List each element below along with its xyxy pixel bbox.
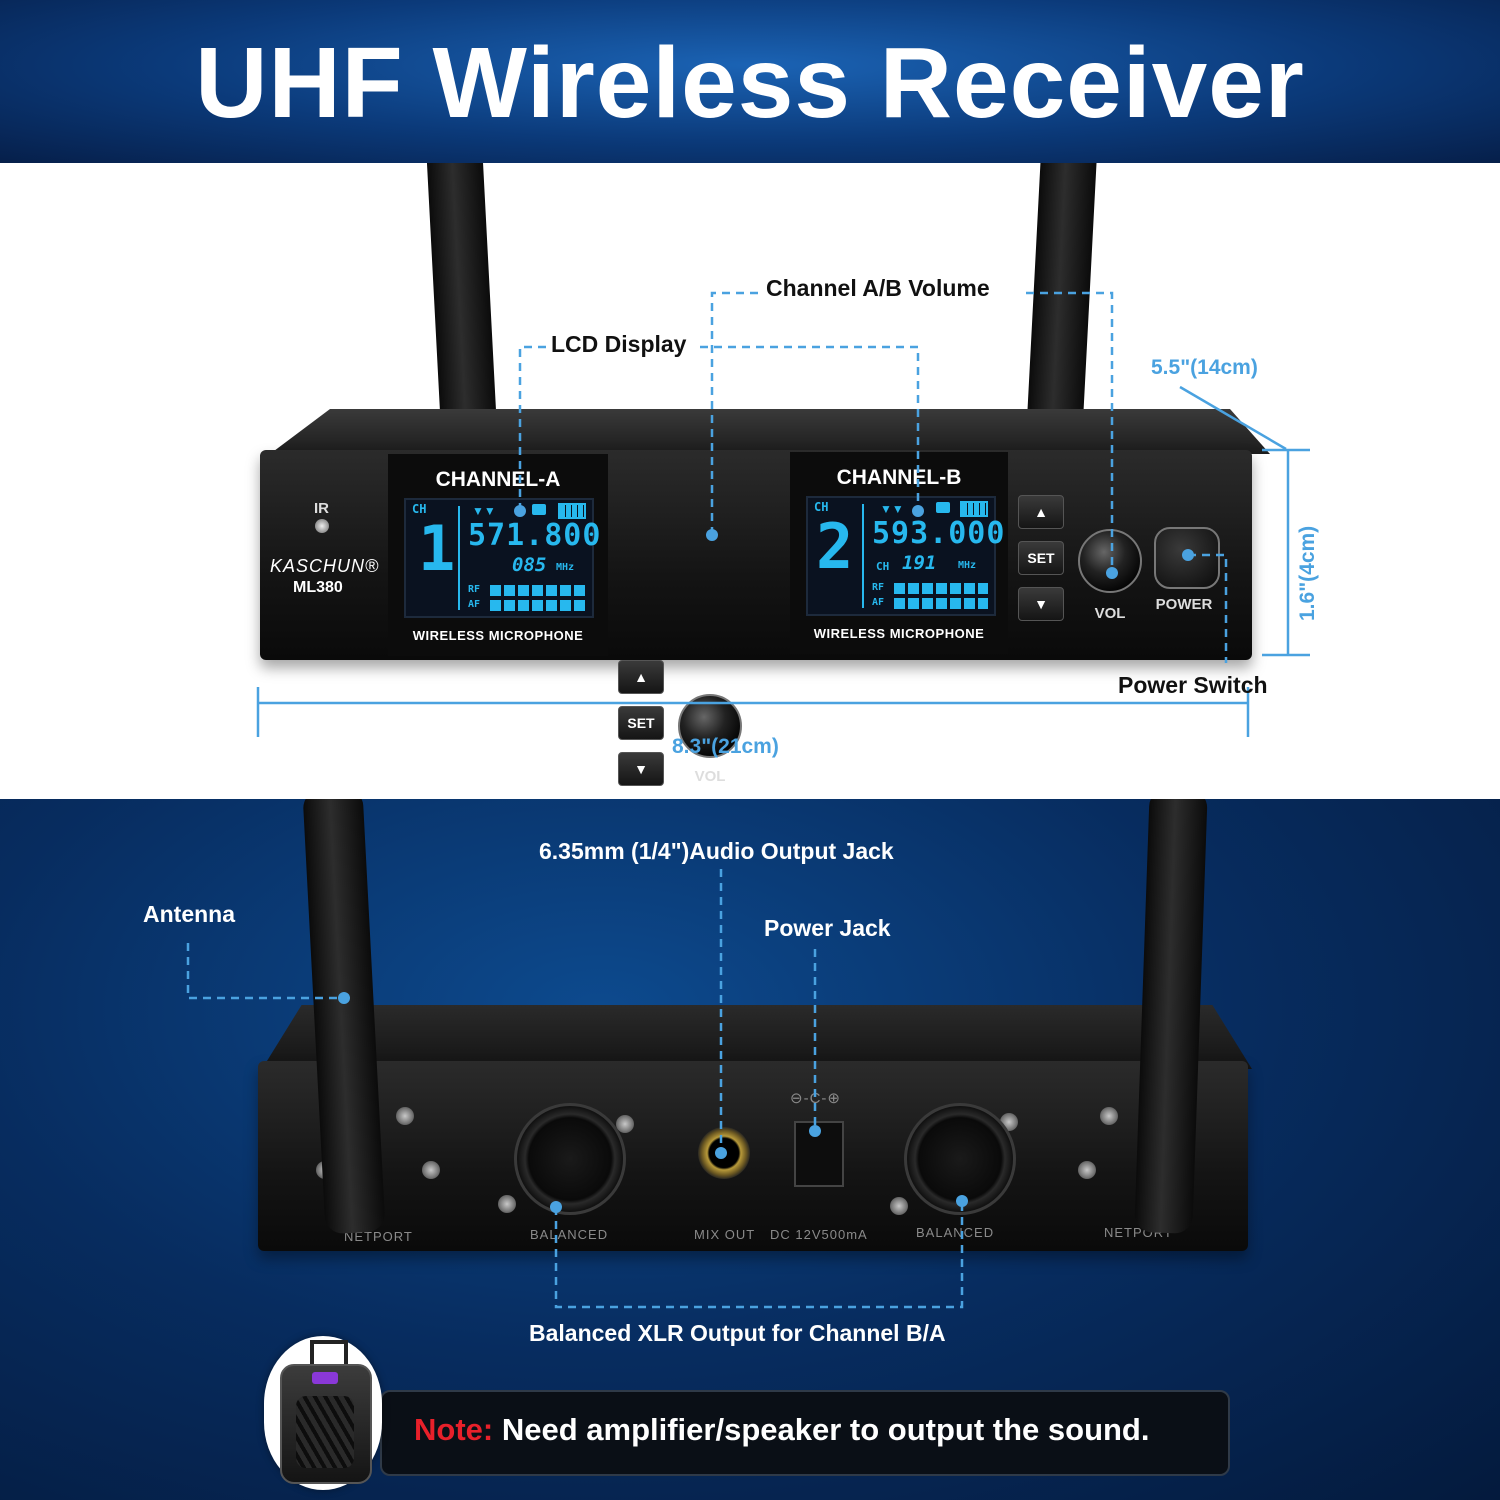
channel-b-set-button[interactable]: SET <box>1018 541 1064 575</box>
channel-b-frequency: 593.000 <box>872 516 1006 551</box>
antenna-signal-icon: ▼▼ <box>880 502 904 516</box>
channel-a-ch-label: CH <box>412 502 427 516</box>
rear-callout-lines <box>186 869 968 1309</box>
channel-a-af-meter <box>490 600 586 611</box>
speaker-body <box>280 1364 372 1484</box>
screw <box>616 1115 634 1133</box>
channel-b-rf-meter <box>894 583 988 594</box>
channel-b-up-button[interactable]: ▲ <box>1018 495 1064 529</box>
lock-icon <box>936 502 950 513</box>
dc-rating-label: DC 12V500mA <box>770 1227 868 1242</box>
mix-out-label: MIX OUT <box>694 1227 756 1242</box>
channel-a-ch-number: 1 <box>418 512 456 585</box>
channel-b-rf-label: RF <box>872 582 885 593</box>
screw <box>1100 1107 1118 1125</box>
header-banner <box>0 0 1500 163</box>
chassis-rear-top <box>262 1005 1252 1069</box>
note-text-row: Note: Need amplifier/speaker to output t… <box>414 1412 1149 1448</box>
channel-a-sub-value: 085 <box>512 554 547 576</box>
channel-b-sub-label: CH <box>876 560 890 573</box>
front-view-section: IR KASCHUN® ML380 CHANNEL-A CH 1 ▼▼ 571.… <box>0 163 1500 799</box>
receiver-rear-panel: NETPORT BALANCED MIX OUT DC 12V500mA ⊖-C… <box>258 1061 1248 1251</box>
page-title: UHF Wireless Receiver <box>195 27 1305 139</box>
antenna-signal-icon: ▼▼ <box>472 504 496 518</box>
channel-a-set-button[interactable]: SET <box>618 706 664 740</box>
channel-b-lcd: CH 2 ▼▼ 593.000 CH 191 MHz RF AF <box>806 496 1004 616</box>
screw <box>396 1107 414 1125</box>
channel-b-title: CHANNEL-B <box>836 466 962 489</box>
channel-b-ch-label: CH <box>814 500 829 514</box>
callout-power-switch: Power Switch <box>1118 672 1268 698</box>
channel-a-frequency: 571.800 <box>468 518 602 553</box>
channel-a-unit: MHz <box>556 562 575 573</box>
power-button[interactable] <box>1154 527 1220 589</box>
balanced-left-label: BALANCED <box>530 1227 609 1242</box>
channel-b-lcd-divider <box>862 504 864 608</box>
channel-b-panel: CHANNEL-B CH 2 ▼▼ 593.000 CH 191 MHz RF … <box>790 452 1008 654</box>
channel-a-rf-label: RF <box>468 584 481 595</box>
lock-icon <box>532 504 546 515</box>
channel-b-unit: MHz <box>958 560 977 571</box>
power-label: POWER <box>1155 596 1213 613</box>
channel-b-footer: WIRELESS MICROPHONE <box>813 626 985 641</box>
polarity-label: ⊖-C-⊕ <box>790 1090 841 1107</box>
channel-a-rf-meter <box>490 585 586 596</box>
callout-volume: Channel A/B Volume <box>766 275 990 301</box>
screw <box>422 1161 440 1179</box>
channel-a-volume-knob[interactable] <box>678 694 742 758</box>
xlr-output-left[interactable] <box>514 1103 626 1215</box>
screw <box>890 1197 908 1215</box>
chassis-top <box>270 409 1270 454</box>
screw <box>1078 1161 1096 1179</box>
channel-b-vol-label: VOL <box>1094 605 1126 622</box>
note-text: Need amplifier/speaker to output the sou… <box>501 1412 1150 1447</box>
speaker-screen <box>312 1372 338 1384</box>
note-label: Note: <box>414 1412 494 1447</box>
channel-a-footer: WIRELESS MICROPHONE <box>412 628 584 643</box>
channel-b-down-button[interactable]: ▼ <box>1018 587 1064 621</box>
dimension-width: 8.3"(21cm) <box>672 735 779 758</box>
ir-sensor <box>315 519 329 533</box>
channel-a-down-button[interactable]: ▼ <box>618 752 664 786</box>
dimension-height: 1.6"(4cm) <box>1296 525 1319 621</box>
screw <box>498 1195 516 1213</box>
dimension-depth: 5.5"(14cm) <box>1151 356 1258 379</box>
model-label: ML380 <box>293 579 343 596</box>
channel-a-panel: CHANNEL-A CH 1 ▼▼ 571.800 085 MHz RF AF … <box>388 454 608 656</box>
callout-lcd: LCD Display <box>551 331 687 357</box>
channel-a-vol-label: VOL <box>694 768 726 785</box>
balanced-right-label: BALANCED <box>916 1225 995 1240</box>
channel-b-volume-knob[interactable] <box>1078 529 1142 593</box>
channel-a-up-button[interactable]: ▲ <box>618 660 664 694</box>
front-callout-lines <box>256 291 1310 737</box>
battery-icon <box>558 503 586 519</box>
ir-label: IR <box>314 500 329 517</box>
speaker-handle <box>310 1340 348 1370</box>
channel-b-ch-number: 2 <box>816 510 854 583</box>
channel-b-af-label: AF <box>872 597 885 608</box>
speaker-grille <box>296 1396 354 1468</box>
channel-a-af-label: AF <box>468 599 481 610</box>
channel-a-title: CHANNEL-A <box>435 468 561 491</box>
channel-a-lcd-divider <box>458 506 460 610</box>
speaker-thumbnail <box>264 1336 382 1490</box>
brand-logo: KASCHUN® <box>270 556 380 576</box>
callout-xlr: Balanced XLR Output for Channel B/A <box>529 1320 946 1346</box>
channel-b-sub-value: 191 <box>902 552 937 574</box>
netport-left-label: NETPORT <box>344 1229 413 1244</box>
note-bar: Note: Need amplifier/speaker to output t… <box>380 1390 1230 1476</box>
callout-power-jack: Power Jack <box>764 915 891 941</box>
callout-audio-jack: 6.35mm (1/4")Audio Output Jack <box>539 838 894 864</box>
rear-view-section: NETPORT BALANCED MIX OUT DC 12V500mA ⊖-C… <box>0 799 1500 1500</box>
channel-b-af-meter <box>894 598 988 609</box>
battery-icon <box>960 501 988 517</box>
callout-antenna: Antenna <box>143 901 235 927</box>
channel-a-lcd: CH 1 ▼▼ 571.800 085 MHz RF AF <box>404 498 600 618</box>
